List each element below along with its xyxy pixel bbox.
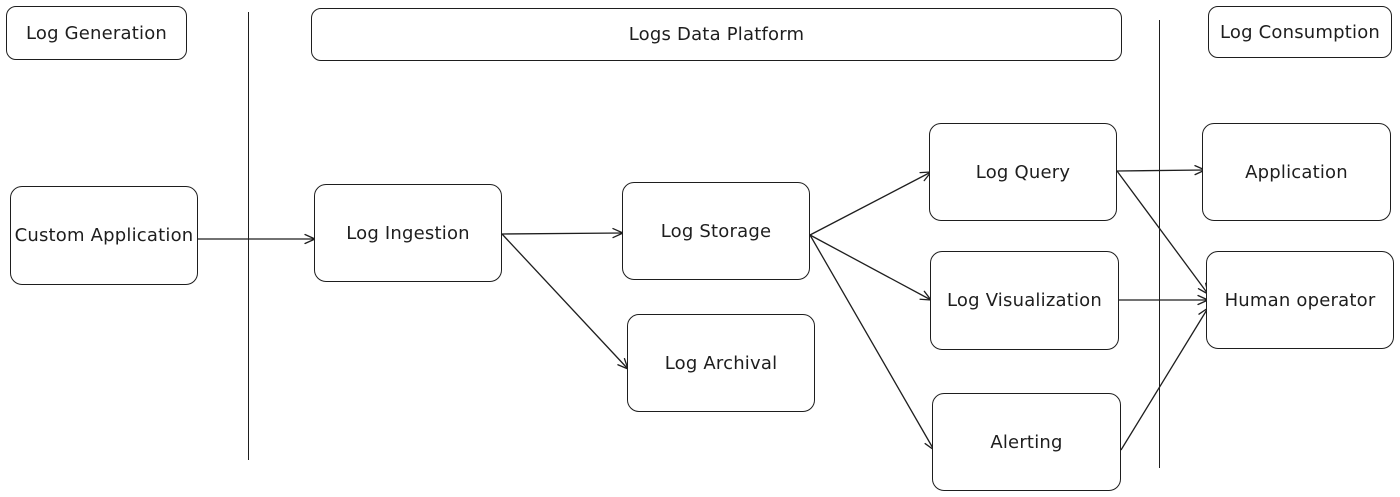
- header-log-consumption: Log Consumption: [1208, 6, 1392, 58]
- header-log-generation: Log Generation: [6, 6, 187, 60]
- edge-log-ingestion-to-log-storage: [501, 227, 624, 239]
- edge-log-ingestion-to-log-archival: [501, 233, 629, 370]
- header-logs-data-platform: Logs Data Platform: [311, 8, 1122, 61]
- divider-platform-consumption: [1159, 20, 1160, 468]
- node-log-storage: Log Storage: [622, 182, 810, 280]
- node-log-archival: Log Archival: [627, 314, 815, 412]
- divider-generation-platform: [248, 12, 249, 460]
- edge-log-storage-to-log-visualization: [809, 234, 932, 301]
- node-log-query: Log Query: [929, 123, 1117, 221]
- edge-log-query-to-application: [1116, 164, 1206, 176]
- edge-alerting-to-human-operator: [1120, 307, 1209, 451]
- node-custom-application: Custom Application: [10, 186, 198, 285]
- edge-log-storage-to-alerting: [809, 234, 935, 451]
- edge-log-query-to-human-operator: [1116, 170, 1209, 295]
- node-log-ingestion: Log Ingestion: [314, 184, 502, 282]
- node-application: Application: [1202, 123, 1391, 221]
- node-human-operator: Human operator: [1206, 251, 1394, 349]
- edge-log-storage-to-log-query: [809, 171, 932, 236]
- node-log-visualization: Log Visualization: [930, 251, 1119, 350]
- node-alerting: Alerting: [932, 393, 1121, 491]
